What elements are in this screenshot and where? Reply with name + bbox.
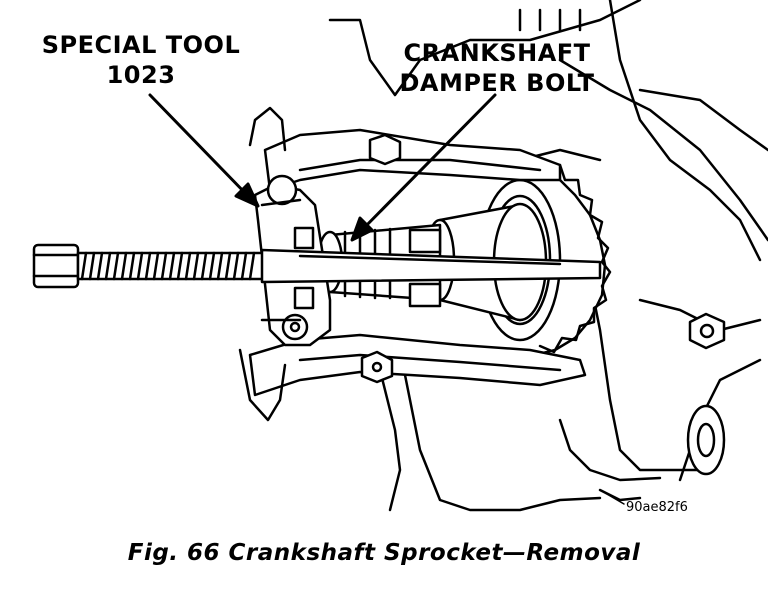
figure-caption: Fig. 66 Crankshaft Sprocket—Removal xyxy=(127,540,641,566)
leader-arrows xyxy=(148,93,497,242)
special-tool-number: 1023 xyxy=(106,61,176,89)
damper-bolt-label: CRANKSHAFT DAMPER BOLT xyxy=(392,38,602,98)
puller-bolts xyxy=(293,133,442,384)
block-bolt xyxy=(686,312,726,476)
special-tool-name: SPECIAL TOOL xyxy=(41,31,241,59)
damper-bolt-line1: CRANKSHAFT xyxy=(403,39,591,67)
figure-code: 90ae82f6 xyxy=(626,500,688,515)
special-tool-label: SPECIAL TOOL 1023 xyxy=(36,30,246,90)
code-leader xyxy=(599,489,625,505)
damper-bolt-line2: DAMPER BOLT xyxy=(399,69,595,97)
puller-jaws xyxy=(238,106,587,422)
forcing-screw xyxy=(32,243,602,289)
